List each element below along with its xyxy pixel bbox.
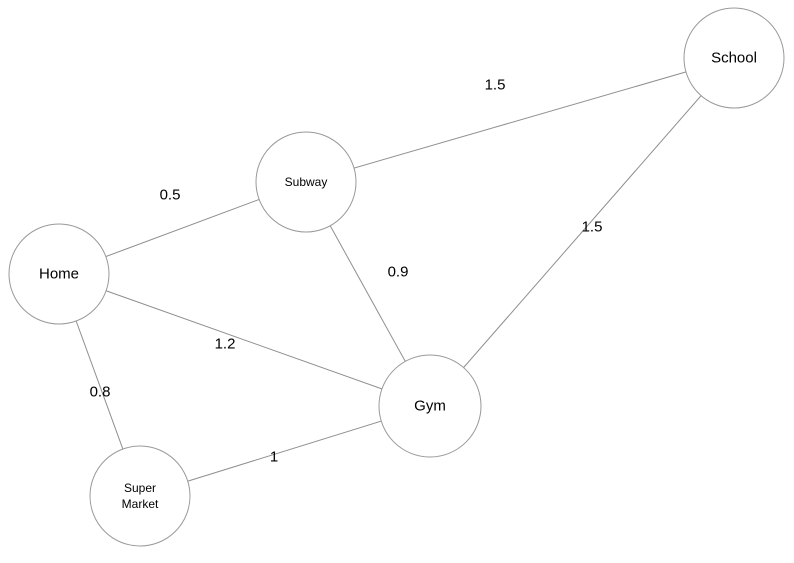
node-subway: Subway bbox=[255, 131, 357, 233]
node-school: School bbox=[683, 7, 785, 109]
edge-weight-school-gym: 1.5 bbox=[582, 219, 603, 236]
edge-weight-supermarket-gym: 1 bbox=[270, 449, 278, 466]
edge-weight-subway-gym: 0.9 bbox=[388, 264, 409, 281]
edge-weight-home-supermarket: 0.8 bbox=[90, 384, 111, 401]
node-home: Home bbox=[8, 223, 110, 325]
node-circle-subway bbox=[255, 131, 357, 233]
node-label-home: Home bbox=[39, 266, 79, 283]
node-circle-home bbox=[8, 223, 110, 325]
node-label-school: School bbox=[711, 50, 757, 67]
node-circle-supermarket bbox=[89, 445, 191, 547]
node-gym: Gym bbox=[378, 354, 482, 458]
edge-school-gym bbox=[429, 57, 735, 407]
edge-home-gym bbox=[58, 273, 431, 407]
node-circle-gym bbox=[378, 354, 482, 458]
edge-weight-home-gym: 1.2 bbox=[215, 336, 236, 353]
edge-weight-subway-school: 1.5 bbox=[485, 77, 506, 94]
node-label-gym: Gym bbox=[414, 398, 446, 415]
edge-subway-school bbox=[305, 57, 735, 183]
node-circle-school bbox=[683, 7, 785, 109]
node-label-subway: Subway bbox=[285, 175, 328, 189]
edge-weight-home-subway: 0.5 bbox=[160, 187, 181, 204]
